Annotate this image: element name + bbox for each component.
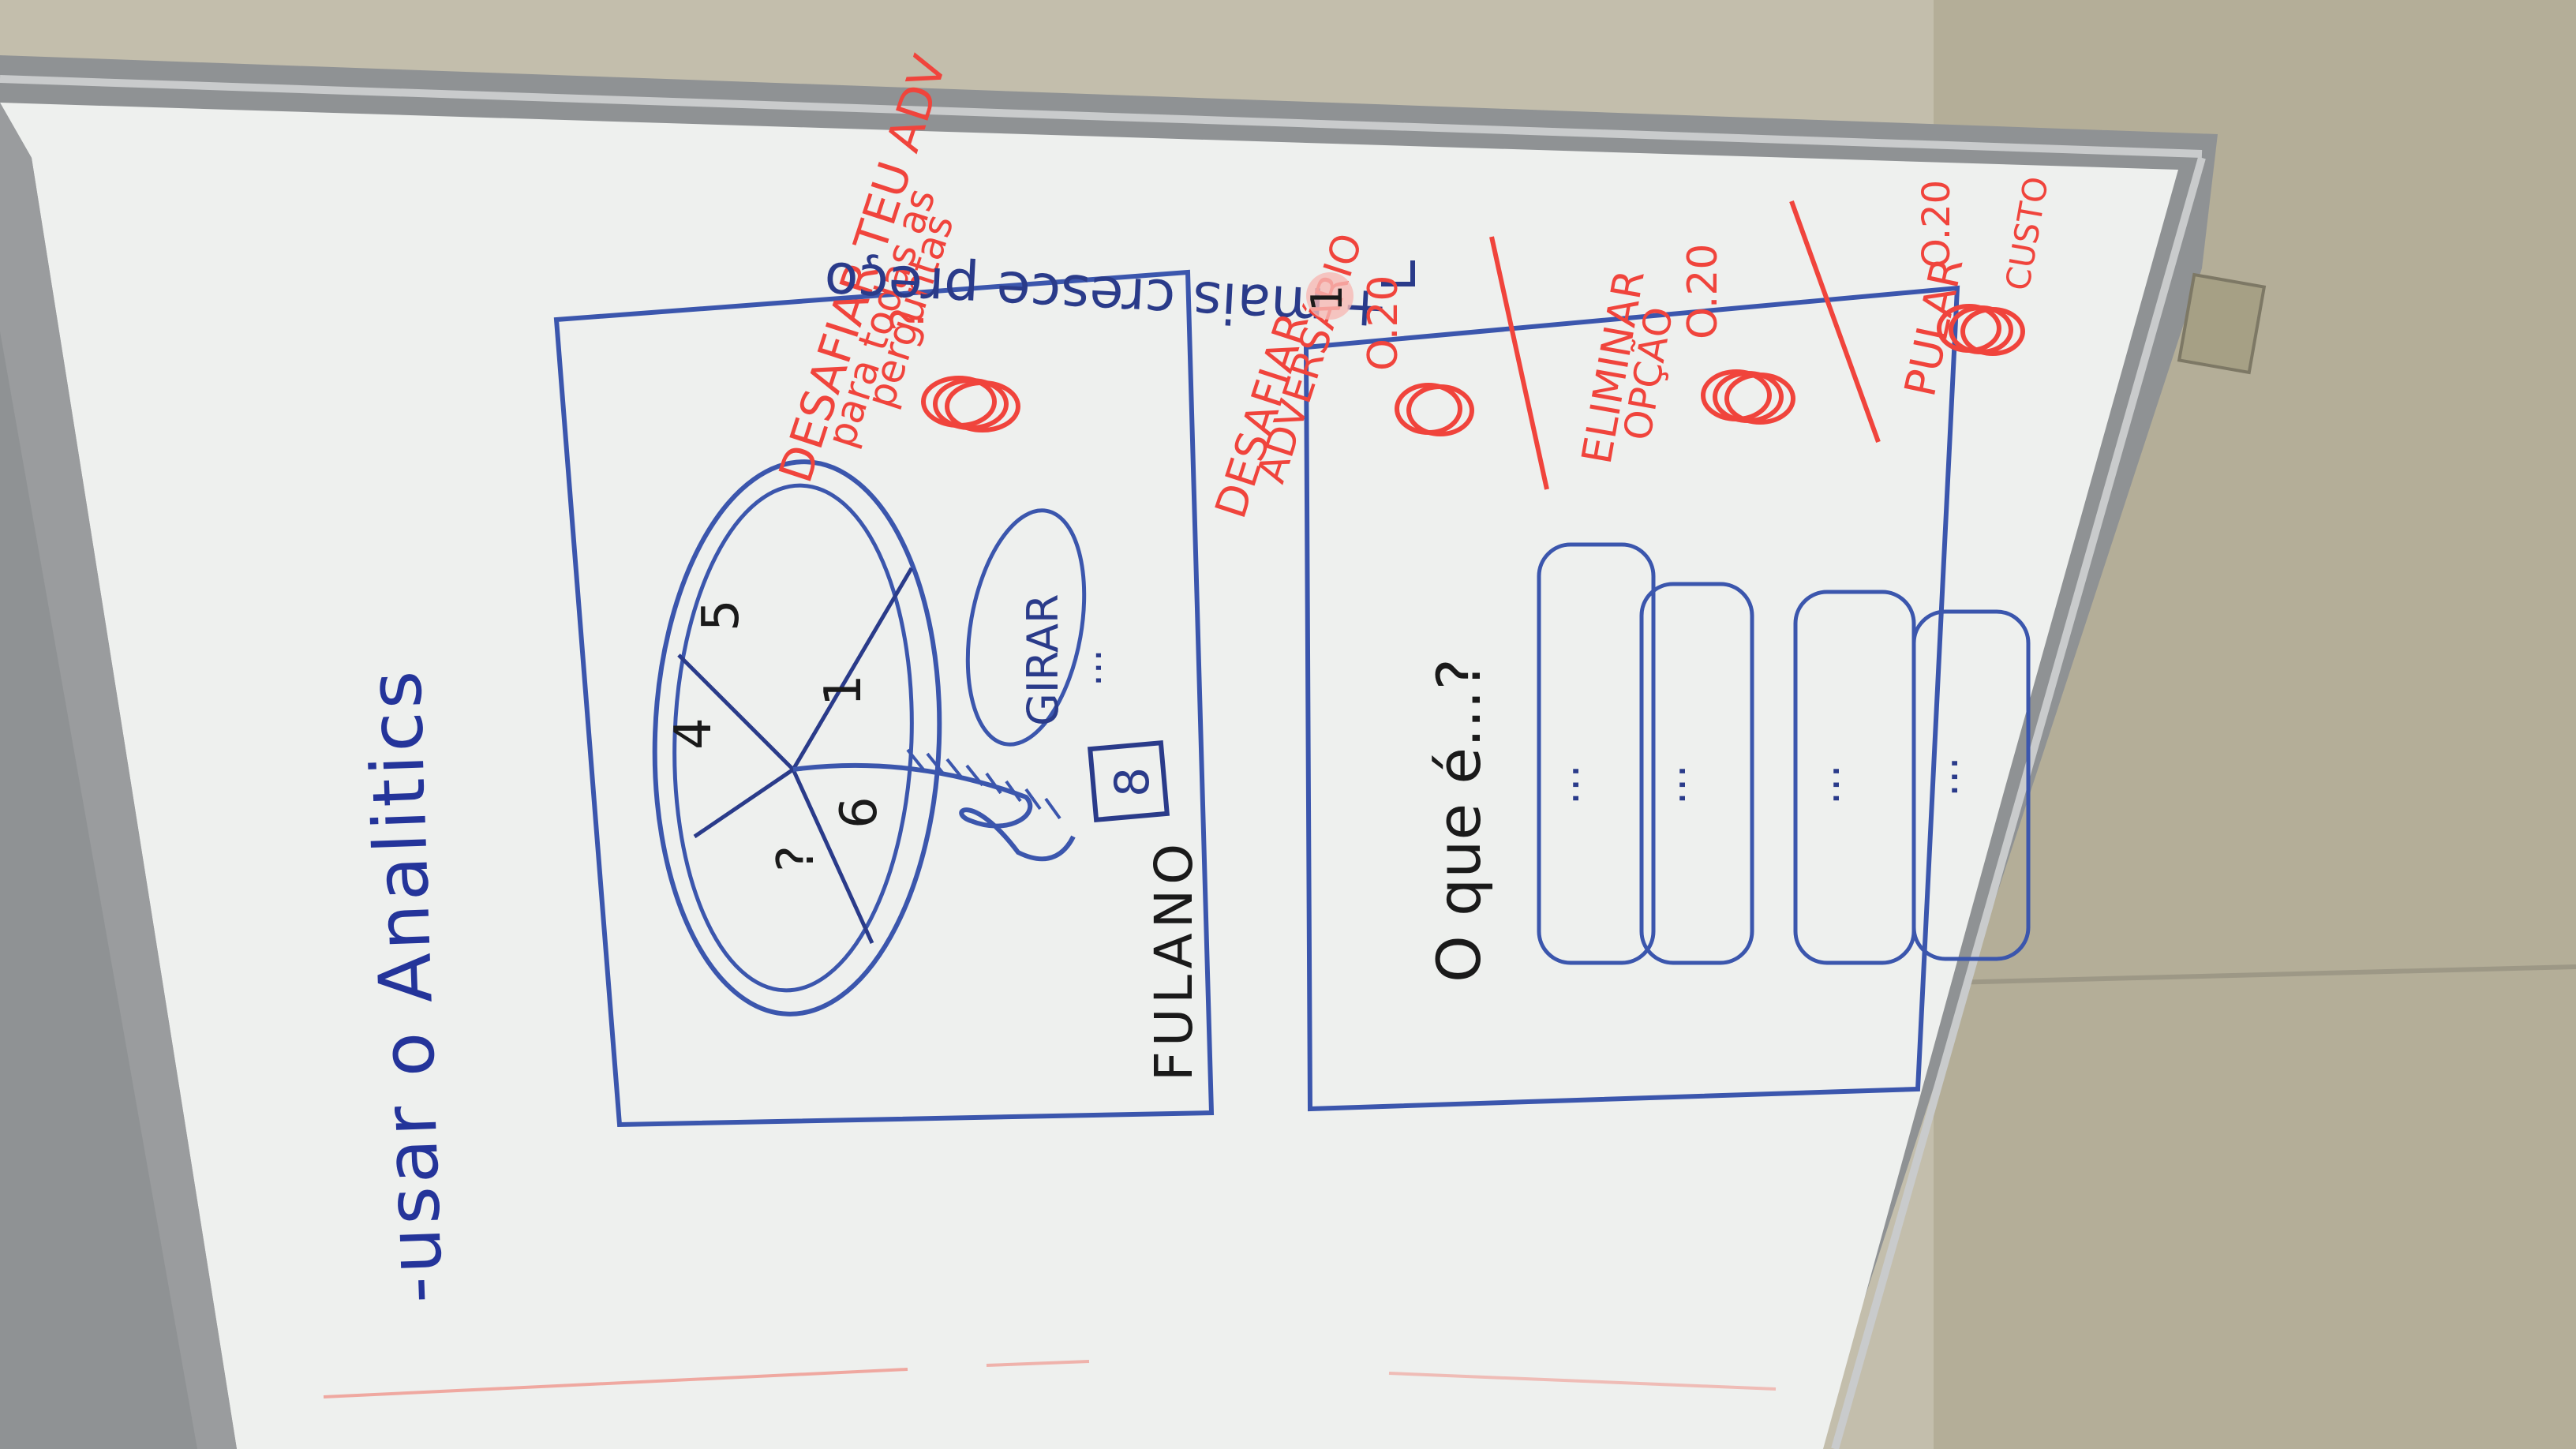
board-surface [0,103,2178,1449]
coin-stack [1937,304,2025,356]
wheel-slice-label: 6 [830,796,889,829]
coin-cost-label: O.20 [1679,243,1727,339]
answer-label: ... [1539,765,1589,806]
answer-card [1639,582,1754,965]
spin-button-label: GIRAR [1018,593,1068,726]
coin-cost-label: O.20 [1360,275,1407,371]
coin-stack [921,376,1020,432]
wheel-slice-label: 5 [692,599,751,631]
score-badge-box [1087,739,1170,823]
wheel-inner [672,483,914,993]
separator-line [1789,200,1881,444]
coin [1395,383,1462,435]
wheel-pointer [792,762,1076,862]
challenge-badge-circle [1306,272,1354,320]
answer-card [1537,542,1656,965]
board-red-line-2 [986,1360,1090,1367]
answer-label: ... [1646,765,1695,806]
frame-edge-top [0,75,2203,158]
right-screen-outline [1303,285,1960,1112]
left-annotation-question: ? [881,307,934,331]
coin [921,376,997,428]
wheel-divider-2 [791,567,914,771]
wheel: 4 5 ? 6 1 [652,459,942,1017]
left-screen-outline [553,269,1215,1128]
board-red-line [323,1368,908,1398]
coin [1937,304,2001,353]
separator-line [1489,236,1549,490]
challenge-badge: 1 [1302,285,1352,312]
answer-card [1911,609,2031,961]
answer-label: ... [1918,757,1968,798]
wheel-slice-label: 1 [814,674,873,706]
score-badge: 8 [1105,767,1160,797]
wheel-divider-4 [791,768,874,945]
spin-button [965,508,1087,747]
coin [1701,369,1772,421]
pointer-hatching [906,748,1061,820]
frame-left [0,103,237,1449]
top-note-arrow [1381,260,1415,286]
wall-seam [1949,964,2576,985]
spin-button-dots: ... [1065,649,1110,687]
wall-bracket [2177,272,2267,375]
answer-label: ... [1799,765,1849,806]
board-red-line-3 [1388,1372,1777,1391]
coin-stack [1701,369,1795,425]
coin-cost-label: O.20 [1915,180,1959,268]
wheel-divider-1 [677,653,795,771]
player-name: FULANO [1144,839,1204,1081]
question-text: O que é...? [1424,658,1494,983]
wheel-divider-3 [693,767,795,839]
wheel-slice-label: ? [767,845,826,872]
frame-edge-right [1831,156,2206,1449]
wheel-slice-label: 4 [665,717,723,750]
wheel-outer [652,459,942,1017]
coin-stack [1395,383,1474,436]
